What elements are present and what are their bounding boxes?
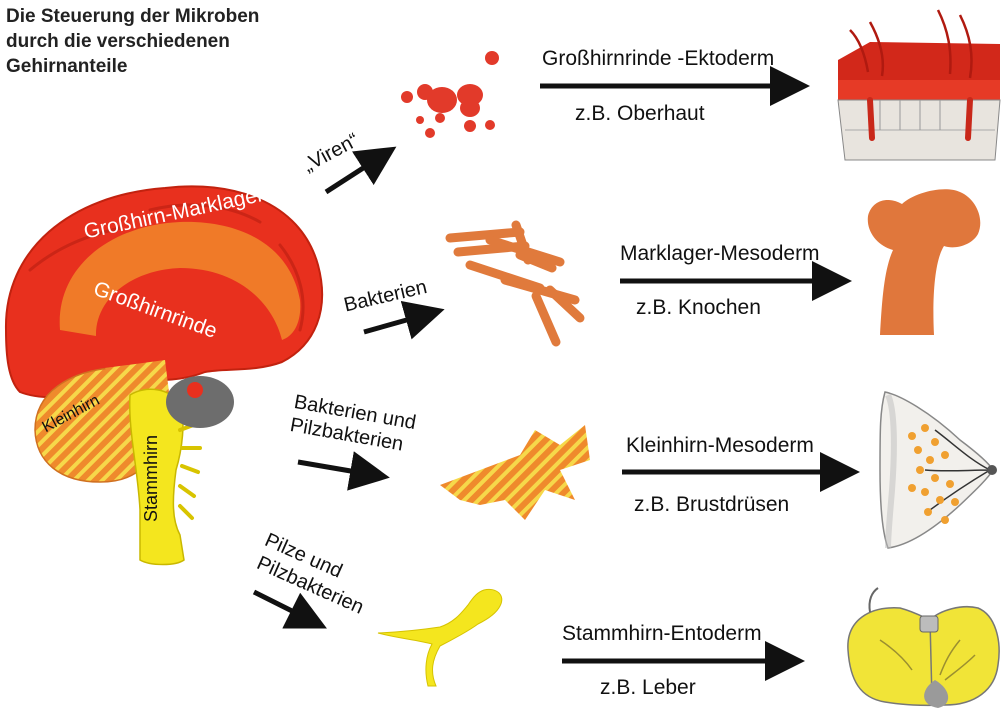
title-line-1: Die Steuerung der Mikroben — [6, 4, 259, 29]
pilzbakterien-illustration — [440, 425, 590, 520]
row1-label: Großhirnrinde -Ektoderm — [542, 48, 774, 69]
bakterien-pilz-arrow — [298, 462, 380, 476]
bone-icon — [868, 189, 980, 335]
breast-gland-icon — [880, 392, 997, 548]
title-line-2: durch die verschiedenen — [6, 29, 259, 54]
pons-dot — [187, 382, 203, 398]
stammhirn-label: Stammhirn — [142, 435, 160, 522]
bakterien-illustration — [450, 225, 580, 342]
title-line-3: Gehirnanteile — [6, 54, 259, 79]
row1-example: z.B. Oberhaut — [575, 103, 705, 124]
skin-icon — [838, 10, 1000, 160]
row2-label: Marklager-Mesoderm — [620, 243, 820, 264]
bakterien-arrow — [364, 312, 435, 332]
liver-icon — [848, 588, 999, 708]
brain-illustration — [6, 186, 322, 564]
diagram-title: Die Steuerung der Mikroben durch die ver… — [6, 4, 259, 79]
row3-label: Kleinhirn-Mesoderm — [626, 435, 814, 456]
row4-example: z.B. Leber — [600, 677, 696, 698]
row3-example: z.B. Brustdrüsen — [634, 494, 789, 515]
pilze-illustration — [378, 589, 502, 686]
row4-label: Stammhirn-Entoderm — [562, 623, 762, 644]
viren-illustration — [401, 51, 499, 138]
row2-example: z.B. Knochen — [636, 297, 761, 318]
